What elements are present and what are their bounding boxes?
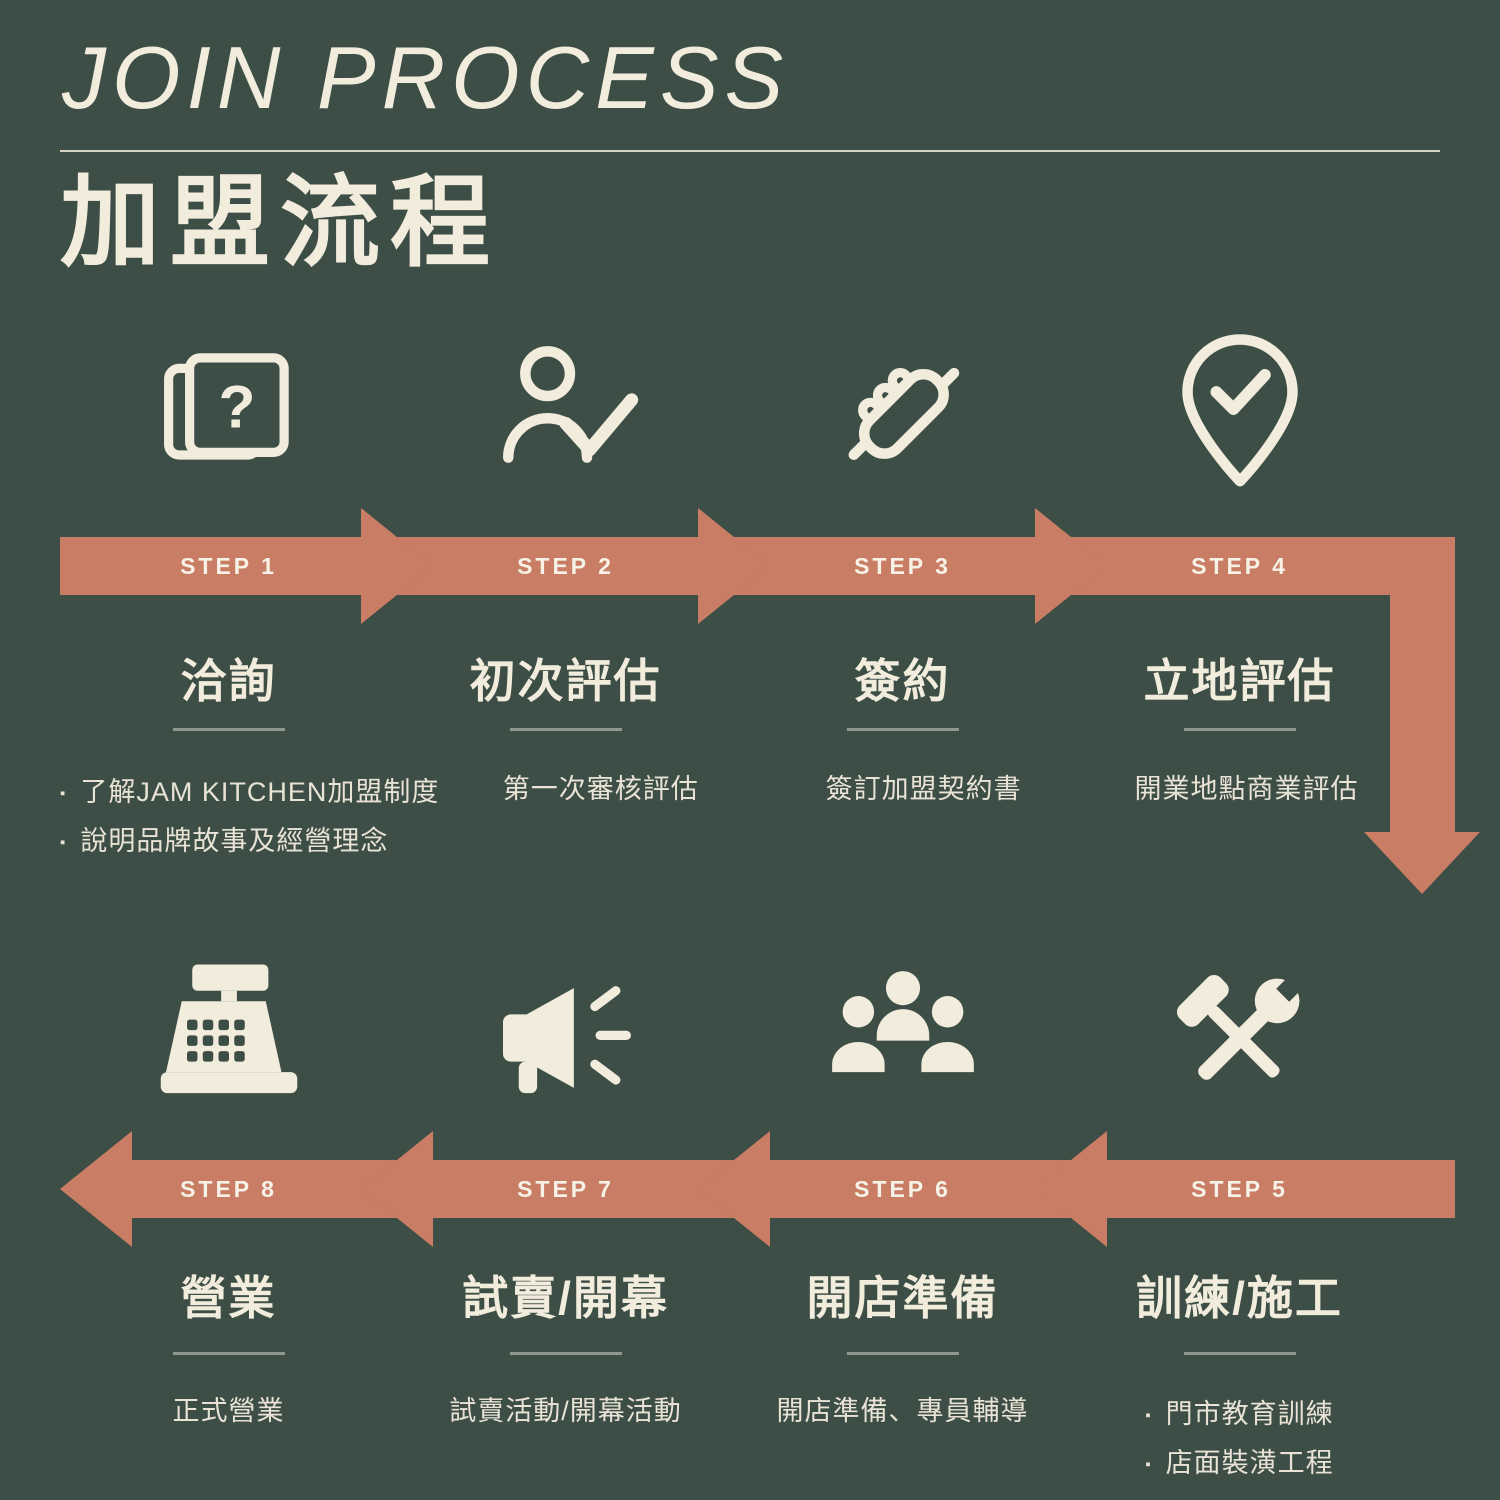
arrowhead-right-icon	[361, 508, 433, 624]
bullet-text: 門市教育訓練	[1165, 1399, 1334, 1429]
step-5-description: ▪ 門市教育訓練 ▪ 店面裝潢工程	[1071, 1392, 1408, 1480]
step-4-title: 立地評估	[1143, 655, 1336, 707]
step-2-divider	[509, 728, 622, 731]
bullet-text: 說明品牌故事及經營理念	[80, 826, 389, 856]
step-3-icon-cell	[734, 320, 1071, 505]
bottom-step-labels-row: STEP 8 STEP 7 STEP 6 STEP 5	[60, 1160, 1408, 1218]
bottom-dividers-row	[60, 1352, 1408, 1355]
step-8-title: 營業	[180, 1272, 277, 1324]
step-1-arrow-label: STEP 1	[180, 552, 277, 579]
step-6-arrow-label: STEP 6	[854, 1175, 951, 1202]
step-8-icon-cell	[60, 945, 397, 1130]
tools-icon	[1156, 954, 1324, 1122]
arrowhead-left-icon	[1035, 1131, 1107, 1247]
top-dividers-row	[60, 728, 1408, 731]
meeting-icon	[819, 954, 987, 1122]
bullet-item: ▪ 門市教育訓練	[1145, 1392, 1333, 1431]
step-6-title: 開店準備	[806, 1272, 999, 1324]
bullet-marker-icon: ▪	[1145, 1456, 1152, 1473]
arrowhead-down-icon	[1364, 832, 1480, 894]
step-7-arrow-label: STEP 7	[517, 1175, 614, 1202]
step-3-arrow-label: STEP 3	[854, 552, 951, 579]
step-7-divider	[509, 1352, 622, 1355]
bottom-titles-row: 營業 試賣/開幕 開店準備 訓練/施工	[60, 1262, 1408, 1324]
flow-arrow-bottom	[132, 1160, 1455, 1218]
bullet-marker-icon: ▪	[60, 785, 67, 802]
step-6-icon-cell	[734, 945, 1071, 1130]
step-7-title: 試賣/開幕	[462, 1272, 669, 1324]
bullet-item: ▪ 了解JAM KITCHEN加盟制度	[60, 770, 439, 809]
applicant-check-icon	[482, 329, 650, 497]
step-7-icon-cell	[397, 945, 734, 1130]
header-divider-line	[60, 150, 1440, 152]
step-5-arrow-label: STEP 5	[1191, 1175, 1288, 1202]
arrowhead-left-icon	[361, 1131, 433, 1247]
cash-register-icon	[145, 954, 313, 1122]
step-5-bullet-list: ▪ 門市教育訓練 ▪ 店面裝潢工程	[1145, 1392, 1333, 1480]
step-2-description: 第一次審核評估	[502, 774, 699, 804]
step-3-description: 簽訂加盟契約書	[825, 774, 1022, 804]
step-6-description: 開店準備、專員輔導	[776, 1396, 1029, 1426]
step-1-divider	[172, 728, 285, 731]
step-3-divider	[846, 728, 959, 731]
step-6-divider	[846, 1352, 959, 1355]
step-4-icon-cell	[1071, 320, 1408, 505]
bullet-item: ▪ 說明品牌故事及經營理念	[60, 819, 439, 858]
step-1-bullet-list: ▪ 了解JAM KITCHEN加盟制度 ▪ 說明品牌故事及經營理念	[60, 770, 439, 858]
bullet-marker-icon: ▪	[1145, 1407, 1152, 1424]
svg-text:?: ?	[218, 372, 255, 440]
arrowhead-right-icon	[698, 508, 770, 624]
flow-connector-right	[1390, 537, 1455, 832]
page-title-en: JOIN PROCESS	[62, 28, 790, 127]
location-check-icon	[1156, 329, 1324, 497]
step-2-title: 初次評估	[469, 655, 662, 707]
arrowhead-right-icon	[1035, 508, 1107, 624]
top-icons-row: ?	[60, 320, 1408, 505]
top-titles-row: 洽詢 初次評估 簽約 立地評估	[60, 645, 1408, 707]
step-2-arrow-label: STEP 2	[517, 552, 614, 579]
step-1-description: ▪ 了解JAM KITCHEN加盟制度 ▪ 說明品牌故事及經營理念	[60, 770, 439, 858]
bullet-marker-icon: ▪	[60, 834, 67, 851]
step-4-divider	[1183, 728, 1296, 731]
bullet-item: ▪ 店面裝潢工程	[1145, 1441, 1333, 1480]
bottom-descriptions-row: 正式營業 試賣活動/開幕活動 開店準備、專員輔導 ▪ 門市教育訓練 ▪ 店面裝潢工程	[60, 1392, 1408, 1480]
handshake-icon	[819, 329, 987, 497]
step-4-arrow-label: STEP 4	[1191, 552, 1288, 579]
step-3-title: 簽約	[854, 655, 951, 707]
step-4-description: 開業地點商業評估	[1134, 774, 1359, 804]
step-5-divider	[1183, 1352, 1296, 1355]
bullet-text: 店面裝潢工程	[1165, 1448, 1334, 1478]
step-2-icon-cell	[397, 320, 734, 505]
step-7-description: 試賣活動/開幕活動	[449, 1396, 682, 1426]
arrowhead-left-icon	[60, 1131, 132, 1247]
arrowhead-left-icon	[698, 1131, 770, 1247]
bullet-text: 了解JAM KITCHEN加盟制度	[80, 777, 440, 807]
step-8-divider	[172, 1352, 285, 1355]
step-8-arrow-label: STEP 8	[180, 1175, 277, 1202]
step-8-description: 正式營業	[172, 1396, 285, 1426]
step-5-title: 訓練/施工	[1136, 1272, 1343, 1324]
step-1-icon-cell: ?	[60, 320, 397, 505]
inquiry-documents-icon: ?	[145, 329, 313, 497]
page-title-zh: 加盟流程	[60, 167, 500, 279]
step-1-title: 洽詢	[180, 655, 277, 707]
top-step-labels-row: STEP 1 STEP 2 STEP 3 STEP 4	[60, 537, 1408, 595]
step-5-icon-cell	[1071, 945, 1408, 1130]
bottom-icons-row	[60, 945, 1408, 1130]
top-descriptions-row: ▪ 了解JAM KITCHEN加盟制度 ▪ 說明品牌故事及經營理念 第一次審核評估 簽…	[60, 770, 1408, 858]
megaphone-icon	[482, 954, 650, 1122]
